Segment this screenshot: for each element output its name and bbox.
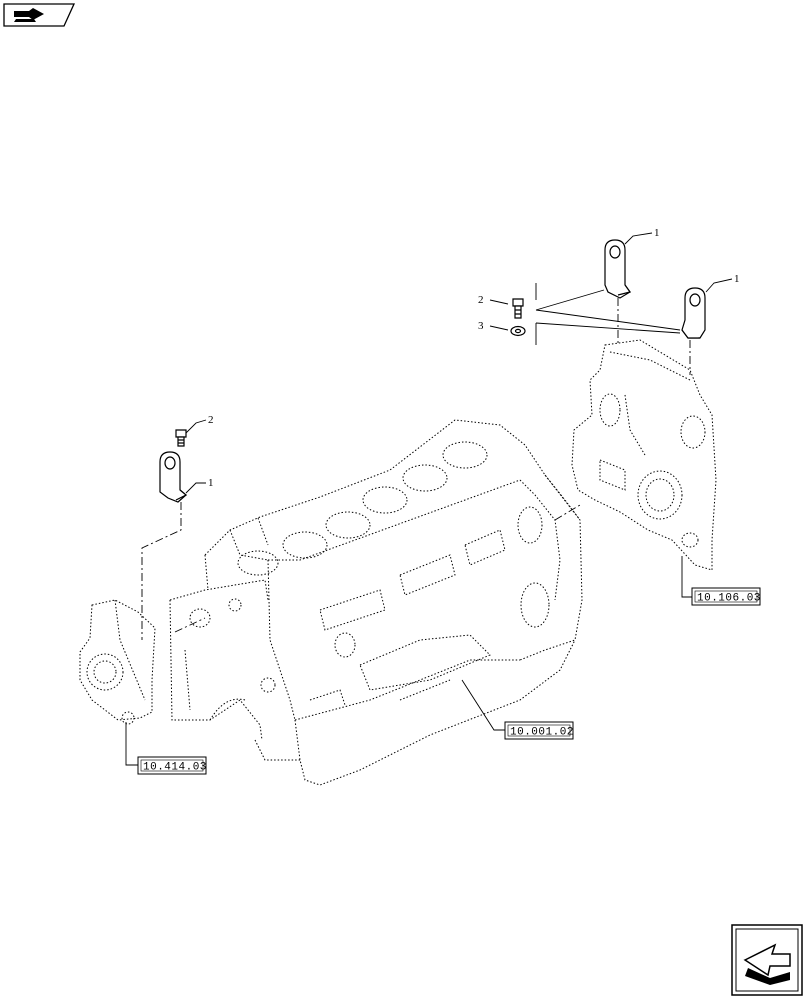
engine-block-outline (169, 419, 583, 786)
callout-rear-eye-1: 1 (208, 477, 214, 489)
ref-rear-housing-label: 10.414.03 (143, 762, 207, 774)
callout-front-eye-1a: 1 (654, 227, 660, 239)
callout-leaders (185, 232, 733, 494)
callout-front-washer-3: 3 (478, 320, 484, 332)
front-lifting-eye-b (681, 287, 706, 339)
front-screw (512, 298, 524, 319)
engine-block-details (184, 506, 550, 711)
front-cover-outline (571, 339, 717, 571)
callout-rear-screw-2: 2 (208, 414, 214, 426)
rear-lifting-eye (159, 451, 188, 503)
ref-front-cover-label: 10.106.03 (697, 593, 761, 605)
cylinder-bores (237, 441, 488, 576)
callout-front-eye-1b: 1 (734, 273, 740, 285)
front-washer (510, 325, 526, 337)
ref-front-cover[interactable]: 10.106.03 (681, 556, 761, 606)
rear-screw (175, 429, 187, 447)
ref-rear-housing[interactable]: 10.414.03 (125, 722, 207, 775)
fastener-leader-lines (535, 283, 681, 345)
book-arrow-icon[interactable] (3, 3, 76, 27)
front-lifting-eye-a (604, 239, 632, 299)
ref-block-label: 10.001.02 (510, 727, 574, 739)
ref-block[interactable]: 10.001.02 (461, 679, 574, 740)
callout-front-screw-2: 2 (478, 294, 484, 306)
next-page-arrow-icon[interactable] (731, 924, 803, 996)
assembly-lines (141, 298, 691, 640)
rear-housing-outline (79, 599, 156, 725)
